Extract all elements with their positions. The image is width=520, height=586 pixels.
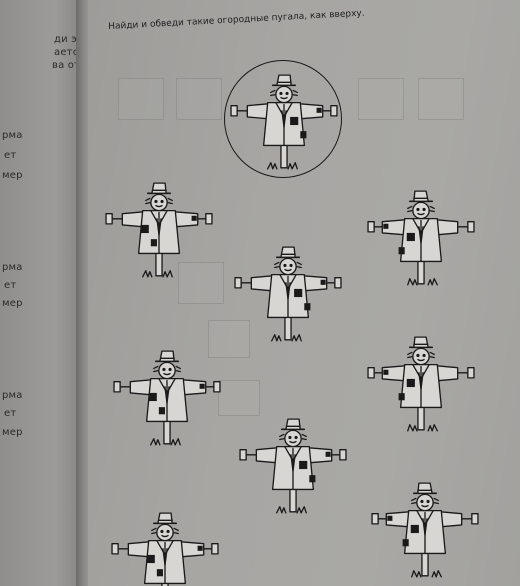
book-gutter bbox=[76, 0, 90, 586]
show-through-box bbox=[218, 380, 260, 416]
show-through-box bbox=[208, 320, 250, 358]
show-through-box bbox=[358, 78, 404, 120]
scarecrow-7[interactable] bbox=[110, 508, 220, 586]
scarecrow-6[interactable] bbox=[238, 414, 348, 518]
left-text-line: ет bbox=[4, 280, 17, 291]
left-page-fragment: ди эту ается: ва от рма ет мер рма ет ме… bbox=[0, 0, 78, 586]
scarecrow-4[interactable] bbox=[112, 346, 222, 450]
left-text-line: ет bbox=[4, 408, 17, 419]
task-instruction: Найди и обведи такие огородные пугала, к… bbox=[108, 8, 365, 32]
scarecrow-5[interactable] bbox=[366, 332, 476, 436]
right-page: Найди и обведи такие огородные пугала, к… bbox=[88, 0, 520, 586]
sample-circle bbox=[224, 60, 342, 178]
left-text-line: мер bbox=[2, 298, 23, 309]
left-text-line: рма bbox=[2, 262, 23, 273]
left-text-line: мер bbox=[2, 427, 23, 438]
left-text-line: мер bbox=[2, 170, 23, 181]
left-text-line: ва от bbox=[52, 60, 78, 71]
left-text-line: ет bbox=[4, 150, 17, 161]
left-text-line: ди эту bbox=[54, 34, 78, 45]
scarecrow-8[interactable] bbox=[370, 478, 480, 582]
show-through-box bbox=[418, 78, 464, 120]
left-text-line: рма bbox=[2, 390, 23, 401]
left-text-line: рма bbox=[2, 130, 23, 141]
show-through-box bbox=[178, 262, 224, 304]
sample-scarecrow bbox=[230, 74, 338, 170]
scarecrow-1[interactable] bbox=[104, 178, 214, 282]
scarecrow-2[interactable] bbox=[366, 186, 476, 290]
left-text-line: ается: bbox=[54, 47, 78, 58]
show-through-box bbox=[176, 78, 222, 120]
scarecrow-3[interactable] bbox=[233, 242, 343, 346]
show-through-box bbox=[118, 78, 164, 120]
